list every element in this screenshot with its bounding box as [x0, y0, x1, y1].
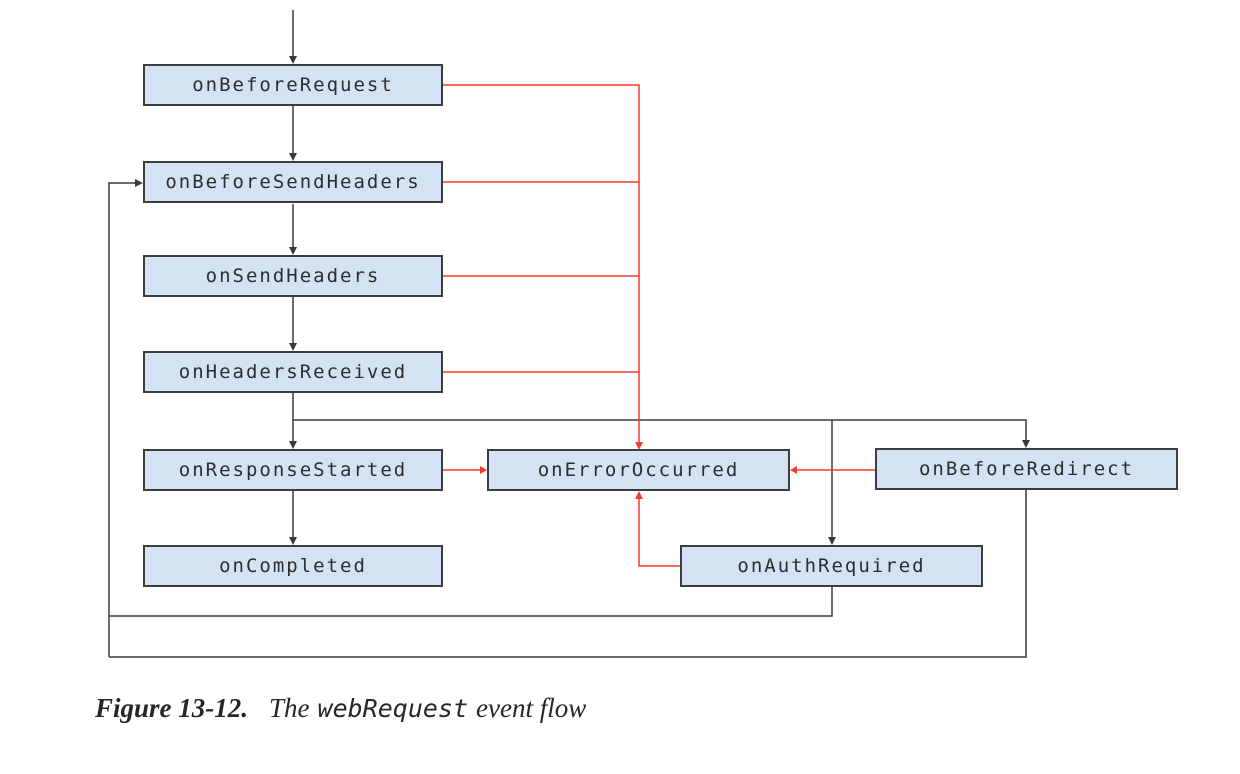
- node-onbeforerequest: onBeforeRequest: [143, 64, 443, 106]
- node-onbeforesendheaders: onBeforeSendHeaders: [143, 161, 443, 203]
- caption-code-term: webRequest: [317, 694, 469, 723]
- caption-text-after: event flow: [476, 693, 587, 723]
- node-onerroroccurred: onErrorOccurred: [487, 449, 790, 491]
- figure-number: Figure 13-12.: [95, 693, 249, 723]
- caption-text-before: The: [269, 693, 310, 723]
- normal-flow-edges: [108, 10, 1030, 658]
- node-oncompleted: onCompleted: [143, 545, 443, 587]
- node-onheadersreceived: onHeadersReceived: [143, 351, 443, 393]
- node-onsendheaders: onSendHeaders: [143, 255, 443, 297]
- node-onresponsestarted: onResponseStarted: [143, 449, 443, 491]
- error-flow-edges: [443, 84, 875, 567]
- node-onbeforeredirect: onBeforeRedirect: [875, 448, 1178, 490]
- node-onauthrequired: onAuthRequired: [680, 545, 983, 587]
